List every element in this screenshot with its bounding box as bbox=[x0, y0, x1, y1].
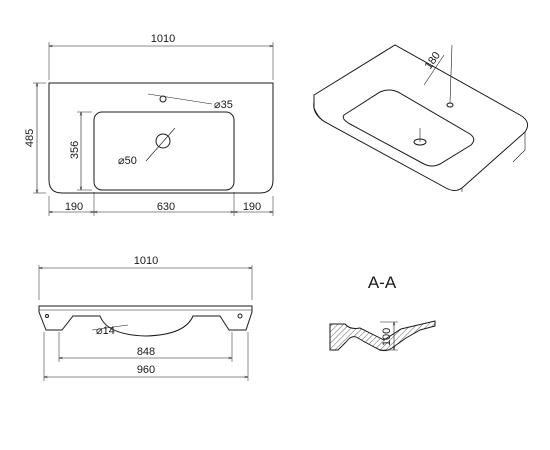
drain-hole bbox=[155, 133, 171, 149]
dim-front-width-1010: 1010 bbox=[134, 255, 158, 267]
dim-inner-848: 848 bbox=[137, 346, 155, 358]
faucet-hole bbox=[159, 95, 167, 103]
section-title: A-A bbox=[368, 273, 397, 292]
dim-right-190: 190 bbox=[243, 201, 261, 213]
dim-bowl-height-100: 100 bbox=[381, 328, 393, 346]
bowl-outline-iso bbox=[342, 89, 475, 167]
label-faucet-diameter: ⌀35 bbox=[214, 99, 233, 111]
basin-outline-iso bbox=[313, 44, 529, 191]
isometric-view: 180 bbox=[313, 44, 529, 192]
bowl-outline-top bbox=[93, 111, 235, 191]
dim-bowl-depth-356: 356 bbox=[69, 141, 81, 159]
section-profile bbox=[329, 320, 436, 352]
faucet-hole-iso bbox=[446, 102, 454, 108]
section-view: A-A 100 bbox=[329, 273, 436, 352]
label-drain-diameter: ⌀50 bbox=[118, 155, 137, 167]
top-view: 1010 485 356 ⌀35 ⌀50 190 630 190 bbox=[24, 33, 274, 216]
label-overflow-diameter: ⌀14 bbox=[96, 325, 115, 337]
overflow-hole bbox=[237, 313, 243, 319]
dim-bowl-630: 630 bbox=[157, 201, 175, 213]
basin-profile-front bbox=[38, 305, 253, 337]
label-angle-180: 180 bbox=[423, 50, 443, 72]
dim-depth-485: 485 bbox=[24, 129, 36, 147]
dim-width-1010: 1010 bbox=[151, 33, 175, 45]
dim-left-190: 190 bbox=[65, 201, 83, 213]
basin-outline-top bbox=[48, 82, 274, 194]
dim-base-960: 960 bbox=[137, 364, 155, 376]
front-view: 1010 ⌀14 848 960 bbox=[38, 255, 253, 381]
